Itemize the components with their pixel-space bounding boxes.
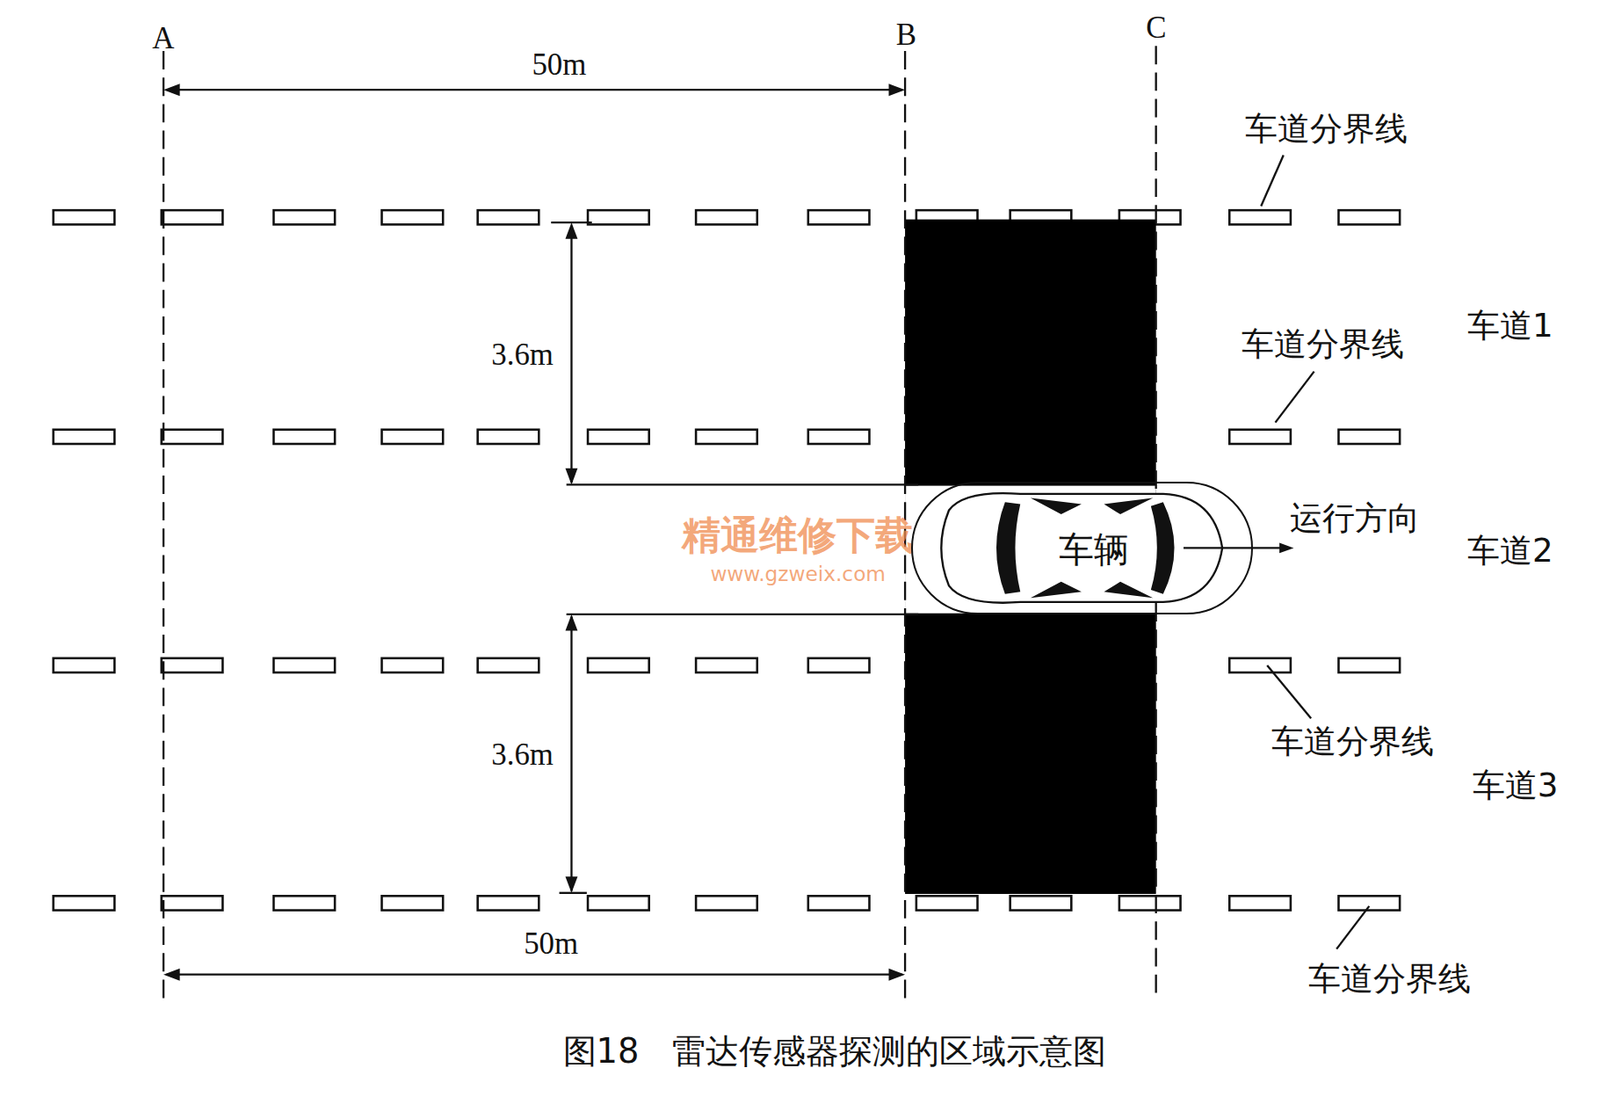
label: 3.6m [491, 738, 554, 772]
lane-dash [161, 429, 224, 444]
label: 车道1 [1467, 308, 1554, 345]
lane-dash [273, 658, 335, 673]
lane-dash [808, 895, 870, 910]
lane-dash [53, 209, 116, 225]
lane-dash [1119, 895, 1181, 910]
lane-dash [587, 658, 650, 673]
lane-dash [477, 895, 540, 910]
lane-dash [382, 209, 444, 225]
caption: 图18 雷达传感器探测的区域示意图 [563, 1032, 1108, 1070]
label: 车道分界线 [1271, 723, 1434, 761]
lane-dash [1010, 895, 1072, 910]
lane-dash [273, 209, 335, 225]
lane-dash [695, 429, 758, 444]
lane-dash [808, 658, 870, 673]
lane-dash [161, 658, 224, 673]
lane-dash [808, 429, 870, 444]
line-letter: A [152, 21, 174, 56]
lane-dash [1338, 429, 1400, 444]
lane-dash [695, 209, 758, 225]
car-body [941, 492, 1294, 603]
lane-dash [1229, 895, 1291, 910]
lane-dash [53, 895, 116, 910]
lane-dash [695, 895, 758, 910]
lane-dash [808, 209, 870, 225]
lane-dash [695, 658, 758, 673]
label: 车道分界线 [1241, 326, 1405, 363]
lane-dash [916, 895, 978, 910]
vehicle-capsule: 车辆 [911, 481, 1253, 615]
label: 50m [531, 48, 587, 82]
lane-dash [161, 209, 224, 225]
lane-dash [273, 429, 335, 444]
lane-dash [587, 429, 650, 444]
lane-dash [1229, 658, 1291, 673]
line-letter: B [896, 18, 917, 52]
watermark: 精通维修下载 [681, 514, 914, 558]
lane-dash [477, 209, 540, 225]
line-letter: C [1145, 11, 1166, 45]
lane-dash [382, 429, 444, 444]
lane-dash [1338, 658, 1400, 673]
label: 3.6m [491, 338, 554, 372]
label: 运行方向 [1289, 500, 1420, 537]
label: 车道分界线 [1308, 961, 1471, 998]
watermark: www.gzweix.com [709, 562, 886, 586]
lane-dash [477, 658, 540, 673]
lane-dash [477, 429, 540, 444]
lane-dash [273, 895, 335, 910]
label: 车道分界线 [1245, 111, 1408, 148]
lane-dash [382, 658, 444, 673]
lane-dash [1338, 895, 1400, 910]
lane-dash [1229, 209, 1291, 225]
lane-dash [587, 895, 650, 910]
lane-dash [382, 895, 444, 910]
lane-dash [1338, 209, 1400, 225]
vehicle-label: 车辆 [1057, 525, 1131, 574]
lane-dash [587, 209, 650, 225]
label: 车道3 [1472, 767, 1559, 804]
label: 50m [523, 926, 579, 961]
lane-dash [53, 658, 116, 673]
label: 车道2 [1467, 533, 1554, 570]
lane-dash [1229, 429, 1291, 444]
lane-dash [161, 895, 224, 910]
lane-dash [53, 429, 116, 444]
